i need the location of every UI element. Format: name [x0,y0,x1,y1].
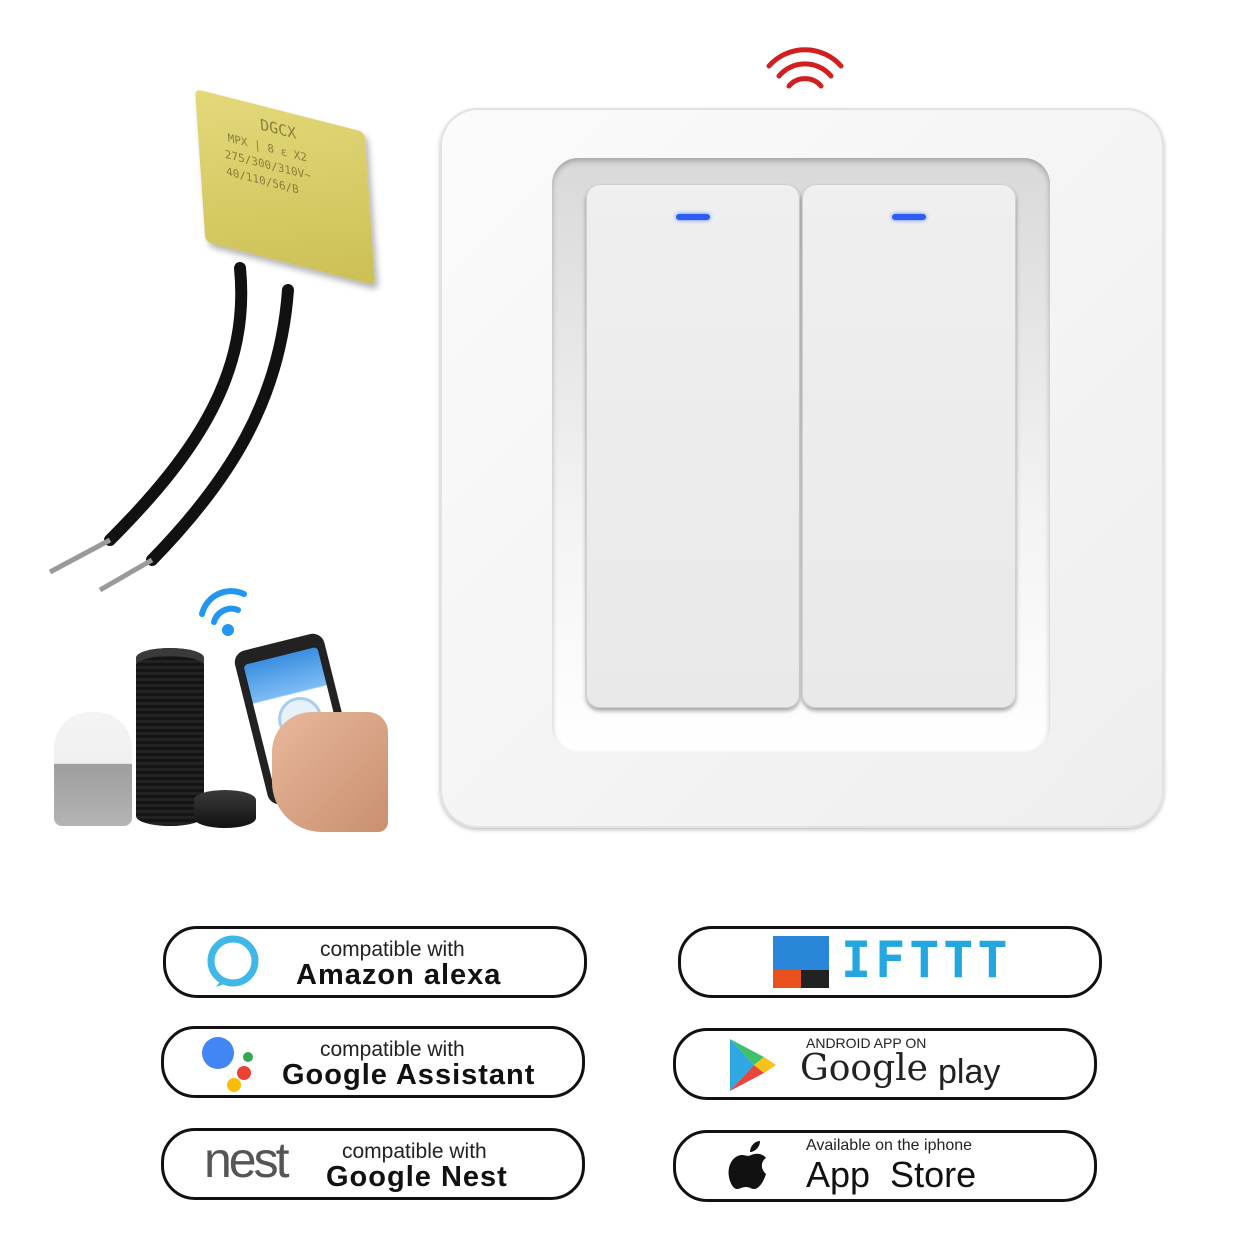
alexa-compat-text: compatible with [320,938,465,961]
assistant-name-text: Google Assistant [282,1059,536,1091]
badge-google-play: ANDROID APP ON Google play [673,1028,1097,1100]
signal-waves-icon [766,47,844,89]
nest-name-text: Google Nest [326,1161,508,1193]
wifi-icon [199,588,247,636]
badge-google-nest: nest compatible with Google Nest [161,1128,585,1200]
hand [272,712,388,832]
led-indicator-left [676,214,710,220]
apple-icon [728,1141,766,1189]
badge-app-store: Available on the iphone App Store [673,1130,1097,1202]
google-home-speaker [54,712,132,826]
switch-key-left [586,184,800,708]
nest-logo: nest [204,1132,289,1188]
badge-google-assistant: compatible with Google Assistant [161,1026,585,1098]
appstore-name-text: App Store [806,1154,977,1195]
play-android-text: ANDROID APP ON [806,1035,927,1051]
switch-key-right [802,184,1016,708]
led-indicator-right [892,214,926,220]
badge-amazon-alexa: compatible with Amazon alexa [163,926,587,998]
alexa-ring-icon [207,935,259,987]
alexa-name-text: Amazon alexa [296,959,502,991]
play-google-text: Google [800,1048,928,1089]
play-play-text: play [938,1053,1001,1091]
nest-compat-text: compatible with [342,1140,487,1163]
appstore-available-text: Available on the iphone [806,1137,973,1154]
capacitor-wires [48,262,294,593]
assistant-compat-text: compatible with [320,1038,465,1061]
ifttt-text: IFTTT [841,931,1012,989]
echo-dot-speaker [194,790,256,828]
google-play-icon [730,1039,776,1091]
amazon-echo-speaker [136,648,204,826]
badge-ifttt: IFTTT [678,926,1102,998]
ifttt-logo-icon [773,936,829,988]
google-assistant-icon [202,1037,253,1092]
